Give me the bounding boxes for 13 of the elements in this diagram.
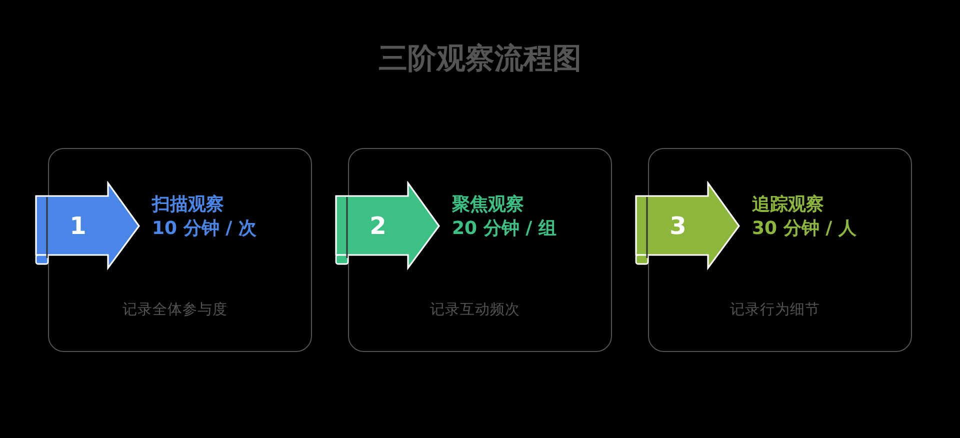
step-duration: 30 分钟 / 人 <box>752 218 856 240</box>
step-description: 记录互动频次 <box>429 301 521 320</box>
step-title: 扫描观察 <box>152 194 224 216</box>
step-duration: 20 分钟 / 组 <box>452 218 556 240</box>
step-description: 记录行为细节 <box>729 301 821 320</box>
step-number: 1 <box>68 212 88 240</box>
diagram-title: 三阶观察流程图 <box>378 40 582 76</box>
step-description: 记录全体参与度 <box>122 300 228 320</box>
step-number: 2 <box>368 212 388 240</box>
step-title: 聚焦观察 <box>452 194 524 216</box>
step-duration: 10 分钟 / 次 <box>152 218 256 240</box>
step-number: 3 <box>668 212 688 240</box>
step-title: 追踪观察 <box>752 194 824 216</box>
